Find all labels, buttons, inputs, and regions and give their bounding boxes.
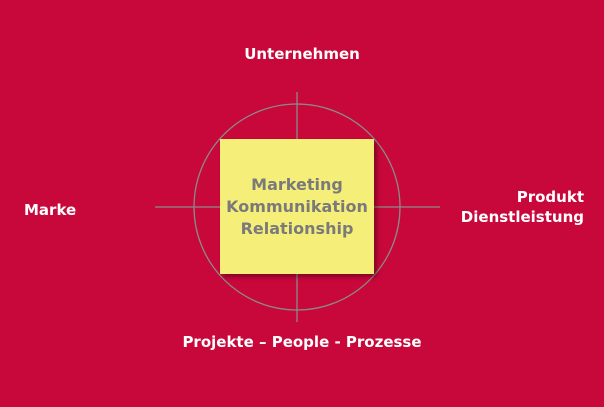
label-right-line1: Produkt [516, 188, 584, 206]
center-line-3: Relationship [240, 218, 354, 238]
label-left: Marke [24, 201, 77, 219]
label-right-line2: Dienstleistung [460, 208, 584, 226]
label-bottom: Projekte – People - Prozesse [182, 333, 422, 351]
label-top: Unternehmen [244, 45, 360, 63]
center-line-1: Marketing [251, 174, 343, 194]
center-sticky-note: Marketing Kommunikation Relationship [220, 139, 374, 274]
label-right: Produkt Dienstleistung [461, 187, 584, 227]
center-line-2: Kommunikation [226, 196, 368, 216]
